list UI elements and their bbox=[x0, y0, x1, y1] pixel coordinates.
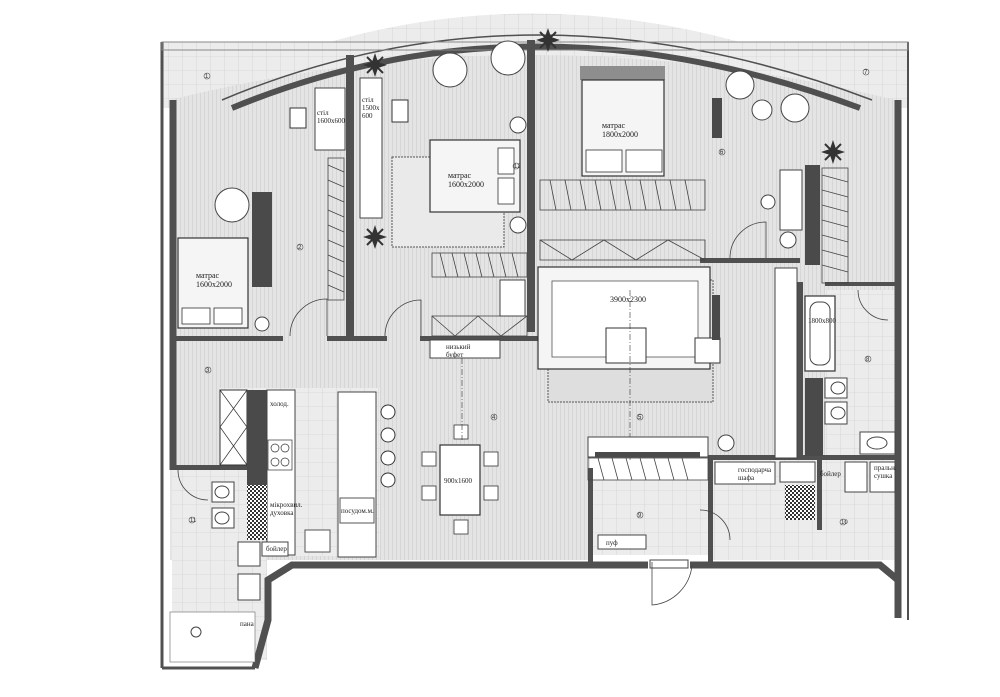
utility-closet bbox=[714, 461, 776, 485]
room-number: 4 bbox=[490, 413, 498, 421]
wardrobe-right-2 bbox=[821, 167, 849, 284]
wardrobe-right bbox=[539, 179, 706, 261]
laundry-label: пральн.сушка bbox=[874, 464, 897, 480]
desk-middle bbox=[359, 77, 383, 219]
svg-text:12: 12 bbox=[514, 164, 521, 170]
room-number: 12 bbox=[512, 162, 521, 170]
mosaic-panel bbox=[247, 485, 267, 540]
door-middle-bedroom bbox=[384, 299, 422, 337]
shelf-left bbox=[327, 157, 345, 301]
room-number: 5 bbox=[636, 413, 644, 421]
room-number: 6 bbox=[718, 148, 726, 156]
svg-text:5: 5 bbox=[638, 415, 642, 421]
room-number: 1 bbox=[203, 72, 211, 80]
bathroom-right-floor bbox=[825, 290, 895, 455]
dishwasher-label: посудом.м. bbox=[341, 507, 374, 515]
room-number: 8 bbox=[864, 355, 872, 363]
boiler-right bbox=[779, 461, 816, 483]
room-number: 3 bbox=[204, 366, 212, 374]
fridge-label: холод. bbox=[270, 400, 289, 408]
interior-walls bbox=[173, 40, 898, 565]
boiler-right-label: бойлер bbox=[820, 470, 841, 478]
cooktop bbox=[267, 439, 293, 471]
wardrobe-middle bbox=[431, 252, 528, 337]
svg-text:11: 11 bbox=[190, 518, 197, 524]
door-left-bedroom bbox=[289, 298, 328, 337]
small-room-label: пана bbox=[240, 620, 255, 628]
entrance: пуф bbox=[597, 509, 731, 606]
oven-label: мікрохвил.духовка bbox=[270, 501, 303, 517]
svg-text:6: 6 bbox=[720, 150, 724, 156]
svg-text:4: 4 bbox=[492, 415, 496, 421]
room-number: 7 bbox=[862, 68, 870, 76]
bathroom-left: бойлер пана bbox=[169, 469, 289, 663]
kitchen-island bbox=[337, 391, 377, 558]
kitchen: холод. мікрохвил.духовка посудом.м. bbox=[219, 389, 396, 558]
svg-text:3: 3 bbox=[206, 368, 210, 374]
room-number: 2 bbox=[296, 243, 304, 251]
coffee-table bbox=[605, 327, 647, 364]
room-numbers: 1 2 3 4 5 6 7 8 9 10 11 12 bbox=[188, 68, 872, 526]
plant-icons bbox=[363, 28, 845, 249]
room-number: 9 bbox=[636, 511, 644, 519]
dining-table bbox=[439, 444, 481, 516]
headboard-right bbox=[580, 66, 665, 80]
svg-text:2: 2 bbox=[298, 245, 302, 251]
dining: 900x1600 bbox=[421, 358, 499, 535]
door-right-bedroom bbox=[729, 221, 767, 259]
wardrobe-left bbox=[252, 192, 272, 287]
svg-text:10: 10 bbox=[841, 520, 848, 526]
bathtub-label: 1800x800 bbox=[808, 317, 837, 325]
boiler-left bbox=[261, 541, 289, 557]
dining-table-label: 900x1600 bbox=[444, 477, 473, 485]
living-room: 3900x2300 bbox=[537, 266, 798, 481]
pouf-label: пуф bbox=[606, 539, 618, 547]
desk-left bbox=[314, 87, 346, 151]
fridge bbox=[219, 389, 248, 466]
hall-wardrobe bbox=[587, 457, 709, 481]
rug-label: 3900x2300 bbox=[610, 295, 646, 304]
buffet bbox=[429, 339, 501, 359]
bar-stools bbox=[380, 404, 396, 488]
mosaic-utility bbox=[785, 485, 815, 520]
armchair-left bbox=[214, 187, 250, 223]
room-number: 10 bbox=[839, 518, 848, 526]
room-number: 11 bbox=[188, 516, 197, 524]
svg-text:8: 8 bbox=[866, 357, 870, 363]
boiler-left-label: бойлер bbox=[266, 545, 287, 553]
svg-text:1: 1 bbox=[205, 74, 209, 80]
entrance-door bbox=[651, 562, 693, 606]
svg-text:9: 9 bbox=[638, 513, 642, 519]
outer-walls bbox=[160, 34, 909, 670]
svg-text:7: 7 bbox=[864, 70, 868, 76]
bathroom-right: 1800x800 bbox=[804, 289, 896, 456]
